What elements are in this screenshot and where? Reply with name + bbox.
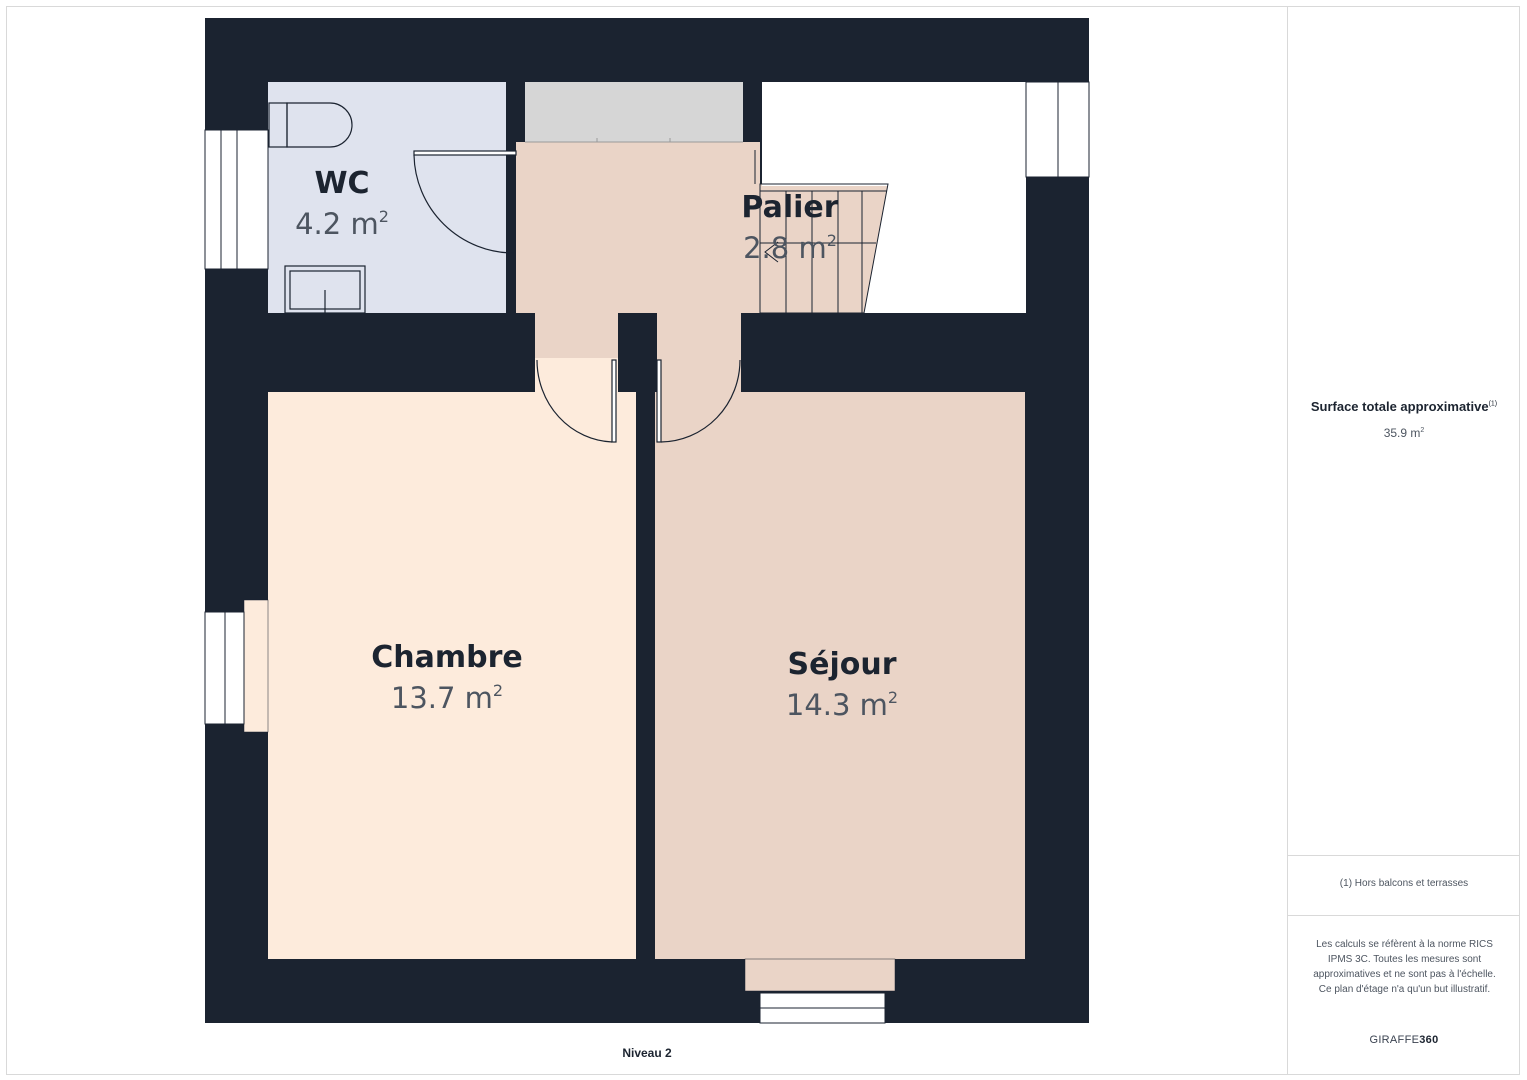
wc-room (268, 82, 506, 313)
palier-area: 2.8 m2 (743, 231, 837, 265)
palier-room (516, 142, 760, 313)
storage-cupboard (525, 82, 743, 142)
info-panel: Surface totale approximative(1) 35.9 m2 … (1287, 6, 1520, 1075)
sejour-name: Séjour (788, 647, 897, 682)
floor-plan: WC 4.2 m2 Palier 2.8 m2 Chambre 13.7 m2 … (204, 18, 1090, 1024)
wc-area: 4.2 m2 (295, 207, 389, 241)
toilet-icon (268, 102, 353, 148)
palier-name: Palier (741, 190, 838, 225)
divider (1288, 915, 1520, 916)
stair-void (762, 82, 1026, 313)
brand-logo: GIRAFFE360 (1369, 1034, 1439, 1046)
sejour-window-recess (744, 958, 896, 992)
level-label: Niveau 2 (622, 1046, 672, 1060)
sink-icon (284, 265, 366, 314)
total-surface-value: 35.9 m2 (1383, 426, 1425, 440)
storage-shelves (525, 138, 743, 143)
sejour-area: 14.3 m2 (786, 688, 898, 722)
sejour-doorway (657, 358, 741, 392)
chambre-area: 13.7 m2 (391, 681, 503, 715)
chambre-doorway (535, 358, 618, 392)
door-swing-icon (413, 150, 517, 254)
page-frame (6, 6, 1520, 1075)
chambre-name: Chambre (371, 640, 523, 675)
staircase-icon (754, 150, 889, 314)
palier-room-stair (760, 184, 888, 313)
palier-passage-left (535, 313, 618, 358)
wc-name: WC (314, 166, 369, 201)
footnote: (1) Hors balcons et terrasses (1339, 878, 1469, 889)
divider (1288, 855, 1520, 856)
door-swing-icon (536, 359, 617, 443)
chambre-window-recess (243, 599, 269, 733)
window-icon (204, 81, 1090, 1024)
sejour-room (655, 392, 1025, 959)
palier-passage-right (657, 313, 741, 358)
chambre-room (268, 392, 636, 959)
door-swing-icon (656, 359, 741, 443)
total-surface-title: Surface totale approximative(1) (1310, 399, 1498, 414)
disclaimer: Les calculs se réfèrent à la norme RICS … (1313, 939, 1496, 995)
